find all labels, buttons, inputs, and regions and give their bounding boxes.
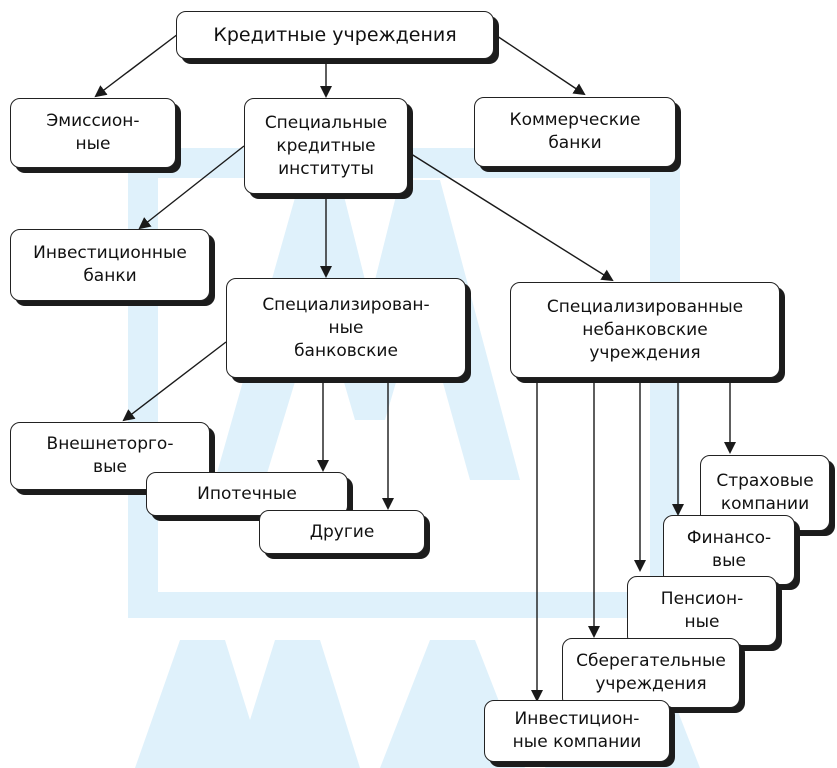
other-label: Другие (309, 521, 375, 542)
savings-label: Сберегательные учреждения (576, 651, 726, 694)
arrow-banking-foreign (122, 341, 227, 422)
commercial-label: Коммерческие банки (509, 110, 641, 153)
arrow-root-commercial (493, 33, 586, 96)
foreign-trade-label: Внешнеторго- вые (46, 434, 174, 477)
root-box: Кредитные учреждения (176, 11, 494, 59)
specialized-nonbanking-box: Специализированные небанковские учрежден… (510, 282, 780, 378)
investment-companies-box: Инвестицион- ные компании (484, 700, 670, 762)
arrow-special-investment (138, 145, 245, 230)
pension-label: Пенсион- ные (660, 589, 744, 632)
pension-box: Пенсион- ные (627, 576, 777, 646)
investment-companies-label: Инвестицион- ные компании (512, 709, 642, 752)
emission-box: Эмиссион- ные (10, 98, 176, 168)
commercial-box: Коммерческие банки (474, 97, 676, 167)
special-box: Специальные кредитные институты (244, 98, 408, 194)
special-label: Специальные кредитные институты (264, 112, 388, 179)
arrow-special-nonbanking (407, 151, 614, 282)
arrow-root-emission (94, 33, 179, 98)
mortgage-box: Ипотечные (146, 472, 348, 516)
mortgage-label: Ипотечные (197, 483, 297, 504)
specialized-banking-label: Специализирован- ные банковские (262, 294, 430, 361)
finance-label: Финансо- вые (686, 528, 772, 571)
emission-label: Эмиссион- ные (46, 111, 140, 154)
specialized-banking-box: Специализирован- ные банковские (226, 278, 466, 378)
investment-banks-box: Инвестиционные банки (10, 229, 210, 301)
insurance-label: Страховые компании (716, 471, 814, 514)
savings-box: Сберегательные учреждения (562, 638, 740, 708)
finance-box: Финансо- вые (663, 515, 795, 585)
specialized-nonbanking-label: Специализированные небанковские учрежден… (546, 296, 744, 363)
investment-banks-label: Инвестиционные банки (33, 243, 187, 286)
other-box: Другие (259, 510, 425, 554)
root-label: Кредитные учреждения (213, 23, 457, 46)
